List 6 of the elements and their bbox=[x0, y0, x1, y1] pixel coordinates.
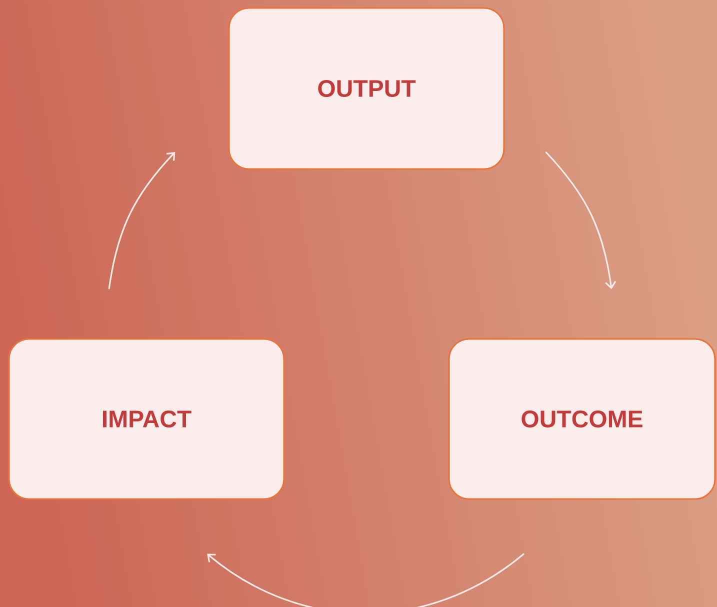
process-box: OUTPUT bbox=[228, 7, 505, 170]
process-box: OUTCOME bbox=[448, 338, 716, 500]
process-box: IMPACT bbox=[8, 338, 285, 500]
arrow bbox=[108, 152, 176, 290]
arrow bbox=[545, 151, 616, 290]
arrow bbox=[207, 553, 524, 607]
